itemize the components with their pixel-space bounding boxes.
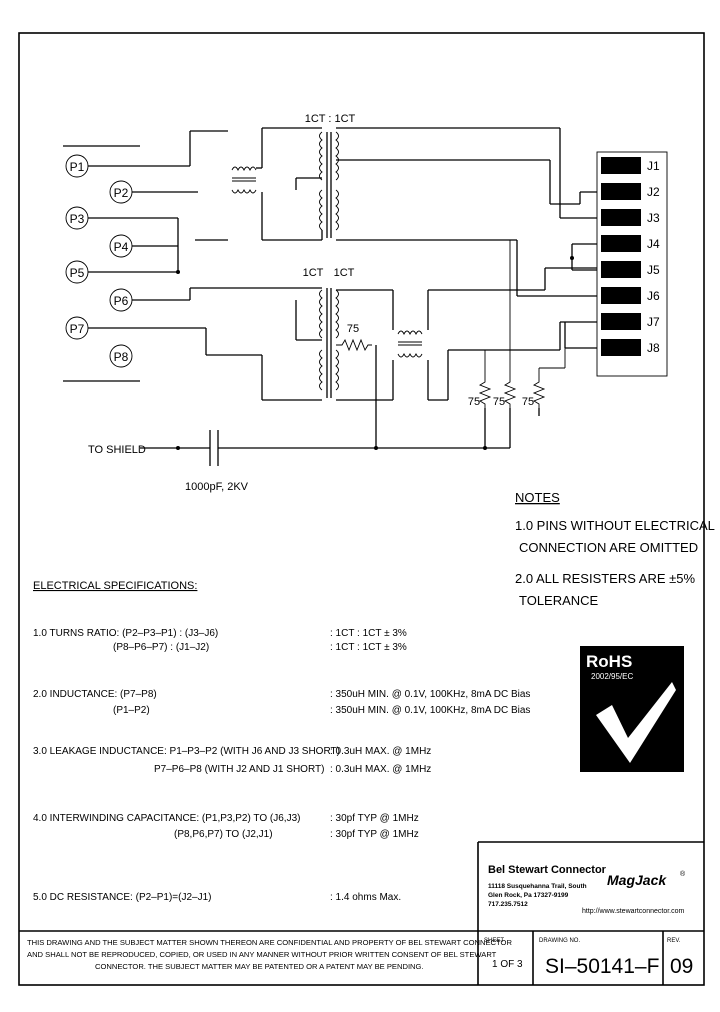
- spec-row-9-right: : 1.4 ohms Max.: [330, 892, 401, 903]
- drawing-number-label: DRAWING NO.: [539, 938, 580, 944]
- pin-p7: P7: [65, 316, 89, 340]
- pin-p8-label: P8: [114, 350, 129, 364]
- spec-row-3-right: : 350uH MIN. @ 0.1V, 100KHz, 8mA DC Bias: [330, 689, 530, 700]
- notes-line-4: TOLERANCE: [519, 593, 599, 608]
- bottom-ct-left-label: 1CT: [303, 267, 324, 279]
- checkmark-icon: [596, 682, 676, 763]
- rohs-title: RoHS: [586, 652, 632, 671]
- pin-p3: P3: [65, 206, 89, 230]
- jack-body: [596, 151, 668, 377]
- spec-row-6-left: P7–P6–P8 (WITH J2 AND J1 SHORT): [154, 764, 324, 775]
- spec-row-3-left: 2.0 INDUCTANCE: (P7–P8): [33, 689, 157, 700]
- spec-row-1-left: 1.0 TURNS RATIO: (P2–P3–P1) : (J3–J6): [33, 628, 218, 639]
- bottom-ct-right-label: 1CT: [334, 267, 355, 279]
- capacitor-label: 1000pF, 2KV: [185, 481, 249, 493]
- company-address-2: Glen Rock, Pa 17327-9199: [488, 892, 569, 899]
- pin-j8-label: J8: [647, 341, 660, 355]
- title-block: Bel Stewart Connector 11118 Susquehanna …: [19, 841, 704, 985]
- pin-p3-label: P3: [70, 212, 85, 226]
- sheet-label: SHEET: [484, 938, 504, 944]
- pin-p2: P2: [109, 180, 133, 204]
- resistor-2-label: 75: [493, 396, 505, 408]
- spec-row-7-left: 4.0 INTERWINDING CAPACITANCE: (P1,P3,P2)…: [33, 813, 300, 824]
- company-url: http://www.stewartconnector.com: [582, 908, 684, 915]
- sheet-value: 1 OF 3: [492, 959, 523, 970]
- spec-row-8-left: (P8,P6,P7) TO (J2,J1): [174, 829, 273, 840]
- sheet-border: [18, 32, 705, 986]
- company-name: Bel Stewart Connector: [488, 864, 607, 876]
- pin-p7-label: P7: [70, 322, 85, 336]
- spec-row-6-right: : 0.3uH MAX. @ 1MHz: [330, 764, 431, 775]
- spec-row-2-left: (P8–P6–P7) : (J1–J2): [113, 642, 209, 653]
- electrical-specifications: ELECTRICAL SPECIFICATIONS: 1.0 TURNS RAT…: [33, 580, 530, 903]
- spec-row-2-right: : 1CT : 1CT ± 3%: [330, 642, 407, 653]
- drawing-number-value: SI–50141–F: [545, 955, 659, 978]
- revision-label: REV.: [667, 938, 681, 944]
- pin-j3-label: J3: [647, 211, 660, 225]
- company-address-1: 11118 Susquehanna Trail, South: [488, 883, 587, 890]
- spec-row-1-right: : 1CT : 1CT ± 3%: [330, 628, 407, 639]
- resistor-3-label: 75: [522, 396, 534, 408]
- specs-heading: ELECTRICAL SPECIFICATIONS:: [33, 580, 197, 592]
- pin-j1-label: J1: [647, 159, 660, 173]
- pin-p4-label: P4: [114, 240, 129, 254]
- jack-connector: J1 J2 J3 J4 J5 J6 J7 J8: [539, 151, 668, 377]
- pin-p6-label: P6: [114, 294, 129, 308]
- spec-row-5-left: 3.0 LEAKAGE INDUCTANCE: P1–P3–P2 (WITH J…: [33, 746, 340, 757]
- pin-j4-label: J4: [647, 237, 660, 251]
- spec-row-7-right: : 30pf TYP @ 1MHz: [330, 813, 419, 824]
- spec-row-4-right: : 350uH MIN. @ 0.1V, 100KHz, 8mA DC Bias: [330, 705, 530, 716]
- resistor-1-label: 75: [468, 396, 480, 408]
- top-ratio-label: 1CT : 1CT: [305, 113, 356, 125]
- spec-row-8-right: : 30pf TYP @ 1MHz: [330, 829, 419, 840]
- spec-row-4-left: (P1–P2): [113, 705, 150, 716]
- spec-row-9-left: 5.0 DC RESISTANCE: (P2–P1)=(J2–J1): [33, 892, 212, 903]
- registered-mark: ®: [680, 870, 686, 878]
- left-pin-group: P1 P2 P3 P4 P5 P6 P7 P8: [65, 154, 133, 368]
- pin-j6-label: J6: [647, 289, 660, 303]
- pin-p6: P6: [109, 288, 133, 312]
- pin-p8: P8: [109, 344, 133, 368]
- pin-p2-label: P2: [114, 186, 129, 200]
- revision-value: 09: [670, 955, 693, 978]
- pin-p1-label: P1: [70, 160, 85, 174]
- notes-line-1: 1.0 PINS WITHOUT ELECTRICAL: [515, 518, 715, 533]
- center-resistor-label: 75: [347, 323, 359, 335]
- magjack-logo: MagJack: [607, 872, 667, 888]
- left-wiring: [63, 130, 302, 382]
- resistor-bank: 75 75 75 TO SHIELD 1000pF, 2KV: [88, 240, 546, 493]
- notes-line-2: CONNECTION ARE OMITTED: [519, 540, 698, 555]
- top-transformer: 1CT : 1CT: [231, 113, 597, 297]
- spec-row-5-right: : 0.3uH MAX. @ 1MHz: [330, 746, 431, 757]
- notes-heading: NOTES: [515, 490, 560, 505]
- pin-j7-label: J7: [647, 315, 660, 329]
- pin-p5-label: P5: [70, 266, 85, 280]
- rohs-subtitle: 2002/95/EC: [591, 672, 633, 681]
- company-phone: 717.235.7512: [488, 901, 528, 908]
- disclaimer-line-3: CONNECTOR. THE SUBJECT MATTER MAY BE PAT…: [95, 962, 424, 971]
- shield-label: TO SHIELD: [88, 444, 146, 456]
- pin-p1: P1: [65, 154, 89, 178]
- pin-j2-label: J2: [647, 185, 660, 199]
- disclaimer-line-2: AND SHALL NOT BE REPRODUCED, COPIED, OR …: [27, 950, 497, 959]
- pin-p5: P5: [65, 260, 89, 284]
- notes-block: NOTES 1.0 PINS WITHOUT ELECTRICAL CONNEC…: [515, 490, 715, 608]
- rohs-badge: RoHS 2002/95/EC: [580, 646, 684, 772]
- pin-p4: P4: [109, 234, 133, 258]
- pin-j5-label: J5: [647, 263, 660, 277]
- bottom-transformer: 1CT 1CT 75: [261, 267, 597, 450]
- notes-line-3: 2.0 ALL RESISTERS ARE ±5%: [515, 571, 696, 586]
- disclaimer-line-1: THIS DRAWING AND THE SUBJECT MATTER SHOW…: [27, 938, 512, 947]
